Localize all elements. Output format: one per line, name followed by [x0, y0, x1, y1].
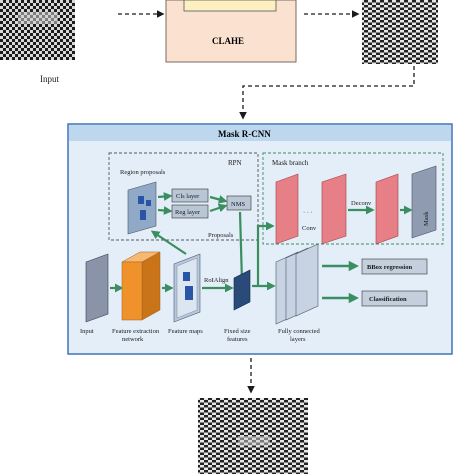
caption-fully-connected-1: Fully connected — [278, 328, 320, 335]
clahe-inner-bar — [184, 0, 276, 11]
enhanced-image — [362, 0, 438, 64]
input-image — [0, 0, 75, 60]
roialign-label: RoIAlign — [204, 277, 229, 284]
conv-label: Conv — [302, 225, 317, 232]
maskrcnn-title: Mask R-CNN — [218, 129, 271, 139]
reg-layer-label: Reg layer — [175, 209, 201, 216]
output-image-blur — [238, 436, 270, 446]
caption-input: Input — [80, 328, 94, 335]
deconv-label: Deconv — [351, 200, 372, 207]
proposal-block — [140, 210, 146, 220]
caption-feature-extraction-2: network — [122, 336, 144, 343]
proposal-block — [146, 200, 151, 206]
mask-label: Mask — [423, 211, 430, 226]
cls-layer-label: Cls layer — [176, 193, 200, 200]
bbox-regression-label: BBox regression — [367, 264, 412, 271]
caption-fixed-size-2: features — [227, 336, 248, 343]
input-label: Input — [40, 74, 59, 84]
arrow-to-reg — [158, 210, 170, 211]
caption-feature-maps: Feature maps — [168, 328, 203, 335]
dots-between-convs: · · · — [303, 209, 313, 216]
feature-extraction-front — [122, 262, 142, 320]
rpn-label: RPN — [228, 159, 242, 167]
input-layer — [86, 254, 108, 322]
caption-fully-connected-2: layers — [290, 336, 306, 343]
caption-feature-extraction-1: Feature extraction — [112, 328, 160, 335]
fc-layer-3 — [296, 244, 318, 316]
feature-map-block — [185, 286, 193, 300]
caption-fixed-size-1: Fixed size — [224, 328, 251, 335]
arrow-to-cls — [158, 196, 170, 197]
mask-output-layer — [412, 166, 436, 238]
mask-deconv-layer — [376, 174, 398, 244]
proposals-label: Proposals — [208, 232, 234, 239]
classification-label: Classification — [369, 296, 407, 303]
clahe-label: CLAHE — [212, 36, 244, 46]
feature-extraction-side — [142, 252, 160, 320]
arrow-enhanced-to-maskrcnn — [243, 66, 414, 118]
feature-map-block — [183, 272, 190, 281]
input-image-blur — [18, 12, 58, 24]
mask-conv-layer-2 — [322, 174, 346, 244]
proposal-block — [138, 196, 144, 204]
nms-label: NMS — [231, 201, 245, 208]
mask-conv-layer-1 — [276, 174, 298, 244]
region-proposal-sheet — [128, 182, 156, 234]
mask-branch-label: Mask branch — [272, 159, 309, 167]
region-proposals-label: Region proposals — [120, 169, 166, 176]
